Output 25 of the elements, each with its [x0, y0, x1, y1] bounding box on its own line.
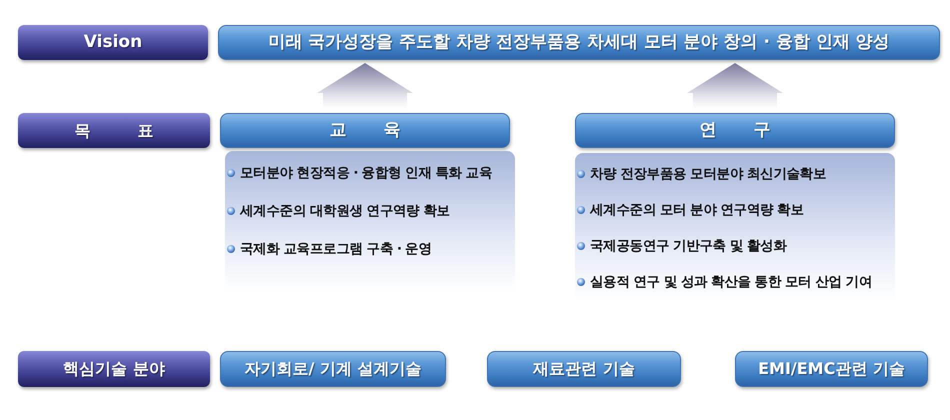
- goal-text: 모터분야 현장적응 · 융합형 인재 특화 교육: [240, 164, 492, 182]
- technology-name: 자기회로/ 기계 설계기술: [244, 359, 422, 379]
- technology-tag: [220, 351, 446, 387]
- label-tab: [18, 351, 210, 387]
- row-label: 핵심기술 분야: [63, 359, 165, 379]
- goal-text: 국제화 교육프로그램 구축 · 운영: [240, 240, 432, 258]
- vision-banner: [218, 25, 940, 60]
- label-tab: [18, 25, 208, 60]
- label-tab: [18, 113, 210, 148]
- goal-text: 세계수준의 대학원생 연구역량 확보: [240, 202, 450, 220]
- technology-name: EMI/EMC관련 기술: [758, 359, 905, 379]
- goal-text: 실용적 연구 및 성과 확산을 통한 모터 산업 기여: [590, 274, 872, 290]
- section-header: [220, 113, 510, 148]
- technology-tag: [487, 351, 681, 387]
- vision-text: 미래 국가성장을 주도할 차량 전장부품용 차세대 모터 분야 창의 · 융합 인재 양성: [268, 32, 890, 53]
- row-label: Vision: [84, 32, 142, 53]
- technology-tag: [735, 351, 928, 387]
- technology-name: 재료관련 기술: [533, 359, 635, 379]
- goal-text: 국제공동연구 기반구축 및 활성화: [590, 238, 787, 254]
- row-label: 목 표: [74, 120, 154, 140]
- section-title: 연 구: [700, 120, 770, 141]
- goal-text: 세계수준의 모터 분야 연구역량 확보: [590, 202, 804, 218]
- goal-text: 차량 전장부품용 모터분야 최신기술확보: [590, 166, 826, 182]
- section-title: 교 육: [330, 120, 400, 141]
- section-header: [575, 113, 895, 148]
